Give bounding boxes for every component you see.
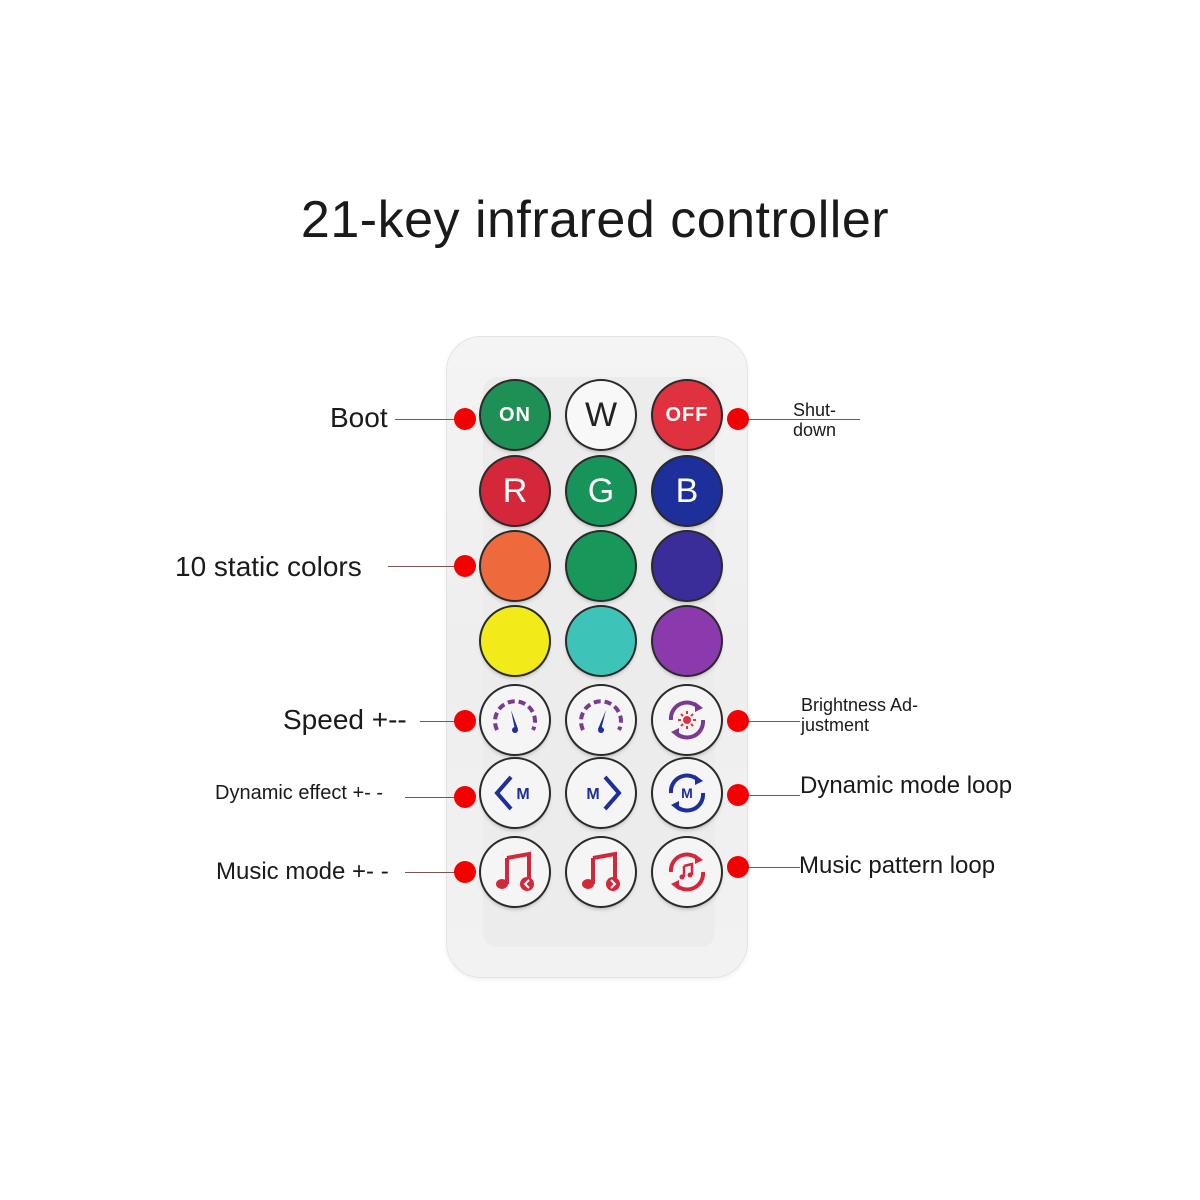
orange-color-button[interactable] xyxy=(481,532,549,600)
brightness-label: Brightness Ad- justment xyxy=(801,695,918,735)
boot-leader xyxy=(395,419,465,420)
shutdown-label-line2: down xyxy=(793,420,837,440)
on-button[interactable]: ON xyxy=(481,381,549,449)
speedometer-fast-icon xyxy=(579,699,623,733)
dynamic-loop-marker xyxy=(727,784,749,806)
purple-color-button[interactable] xyxy=(653,607,721,675)
shutdown-label-line1: Shut- xyxy=(793,400,837,420)
m-letter: M xyxy=(586,786,599,803)
speed-label: Speed +-- xyxy=(283,704,407,735)
brightness-marker xyxy=(727,710,749,732)
static-colors-leader xyxy=(388,566,465,567)
mode-prev-icon: M xyxy=(494,775,530,811)
white-button[interactable]: W xyxy=(567,381,635,449)
music-loop-button[interactable] xyxy=(653,838,721,906)
static-colors-label: 10 static colors xyxy=(175,551,362,582)
w-label: W xyxy=(584,395,618,434)
music-loop-marker xyxy=(727,856,749,878)
static-colors-marker xyxy=(454,555,476,577)
shutdown-label: Shut- down xyxy=(793,400,836,440)
music-mode-leader xyxy=(405,872,465,873)
dynamic-effect-marker xyxy=(454,786,476,808)
speed-up-button[interactable] xyxy=(567,686,635,754)
diagram-title: 21-key infrared controller xyxy=(300,191,890,249)
m-letter: M xyxy=(516,786,529,803)
dynamic-effect-leader xyxy=(405,797,465,798)
mode-next-icon: M xyxy=(586,775,622,811)
off-label: OFF xyxy=(665,403,709,426)
speed-marker xyxy=(454,710,476,732)
brightness-label-line1: Brightness Ad- xyxy=(801,695,919,715)
on-label: ON xyxy=(499,403,531,426)
blue-button[interactable]: B xyxy=(653,457,721,525)
effect-prev-button[interactable]: M xyxy=(481,759,549,827)
green-button[interactable]: G xyxy=(567,457,635,525)
brightness-button[interactable] xyxy=(653,686,721,754)
mode-loop-button[interactable]: M xyxy=(653,759,721,827)
brightness-cycle-icon xyxy=(668,700,706,740)
red-button[interactable]: R xyxy=(481,457,549,525)
music-loop-leader xyxy=(738,867,800,868)
brightness-leader xyxy=(738,721,800,722)
shutdown-leader xyxy=(738,419,860,420)
dynamic-mode-loop-label: Dynamic mode loop xyxy=(800,772,1013,799)
effect-next-button[interactable]: M xyxy=(567,759,635,827)
music-next-icon xyxy=(582,851,620,891)
boot-label: Boot xyxy=(330,402,388,433)
green-color-button[interactable] xyxy=(567,532,635,600)
g-label: G xyxy=(587,471,615,510)
music-pattern-loop-label: Music pattern loop xyxy=(799,852,996,879)
boot-marker xyxy=(454,408,476,430)
b-label: B xyxy=(675,471,699,510)
music-loop-icon xyxy=(668,852,706,892)
dynamic-effect-label: Dynamic effect +- - xyxy=(215,782,384,804)
teal-color-button[interactable] xyxy=(567,607,635,675)
music-prev-icon xyxy=(496,851,534,891)
r-label: R xyxy=(502,471,528,510)
mode-loop-icon: M xyxy=(668,773,706,813)
music-mode-marker xyxy=(454,861,476,883)
music-prev-button[interactable] xyxy=(481,838,549,906)
shutdown-marker xyxy=(727,408,749,430)
off-button[interactable]: OFF xyxy=(653,381,721,449)
music-mode-label: Music mode +- - xyxy=(216,858,389,885)
speed-leader xyxy=(420,721,465,722)
dynamic-loop-leader xyxy=(738,795,800,796)
yellow-color-button[interactable] xyxy=(481,607,549,675)
m-letter: M xyxy=(681,785,693,801)
indigo-color-button[interactable] xyxy=(653,532,721,600)
music-next-button[interactable] xyxy=(567,838,635,906)
speed-down-button[interactable] xyxy=(481,686,549,754)
speedometer-slow-icon xyxy=(493,699,537,733)
brightness-label-line2: justment xyxy=(801,715,870,735)
